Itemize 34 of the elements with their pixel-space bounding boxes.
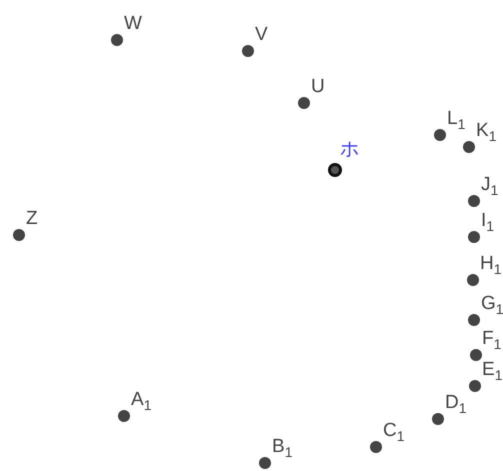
point-dot [370, 441, 382, 453]
point-label: W [124, 14, 142, 33]
point-label: D$_{1}$ [445, 393, 467, 415]
point-label: U [311, 77, 325, 96]
point-dot [242, 45, 254, 57]
point-label: F$_{1}$ [482, 329, 502, 351]
point-label: E$_{1}$ [482, 360, 502, 382]
point-dot [111, 34, 123, 46]
point-dot [118, 410, 130, 422]
point-label: K$_{1}$ [476, 121, 496, 143]
point-label: A$_{1}$ [131, 390, 152, 412]
point-dot [468, 314, 480, 326]
point-dot [432, 413, 444, 425]
point-label: J$_{1}$ [481, 175, 498, 197]
point-dot [434, 129, 446, 141]
point-label: ホ [340, 140, 359, 159]
point-label: Z [26, 209, 38, 228]
point-label: C$_{1}$ [383, 421, 405, 443]
point-label: V [255, 25, 268, 44]
point-dot [470, 349, 482, 361]
point-dot [468, 231, 480, 243]
point-dot [463, 141, 475, 153]
point-label: I$_{1}$ [481, 211, 494, 233]
point-label: B$_{1}$ [272, 437, 292, 459]
point-dot [469, 380, 481, 392]
point-dot [468, 195, 480, 207]
point-label: G$_{1}$ [481, 294, 503, 316]
point-dot [467, 274, 479, 286]
point-dot [298, 97, 310, 109]
point-dot [328, 163, 342, 177]
point-dot [13, 229, 25, 241]
point-label: H$_{1}$ [480, 254, 502, 276]
point-dot [259, 457, 271, 469]
point-label: L$_{1}$ [447, 109, 466, 131]
